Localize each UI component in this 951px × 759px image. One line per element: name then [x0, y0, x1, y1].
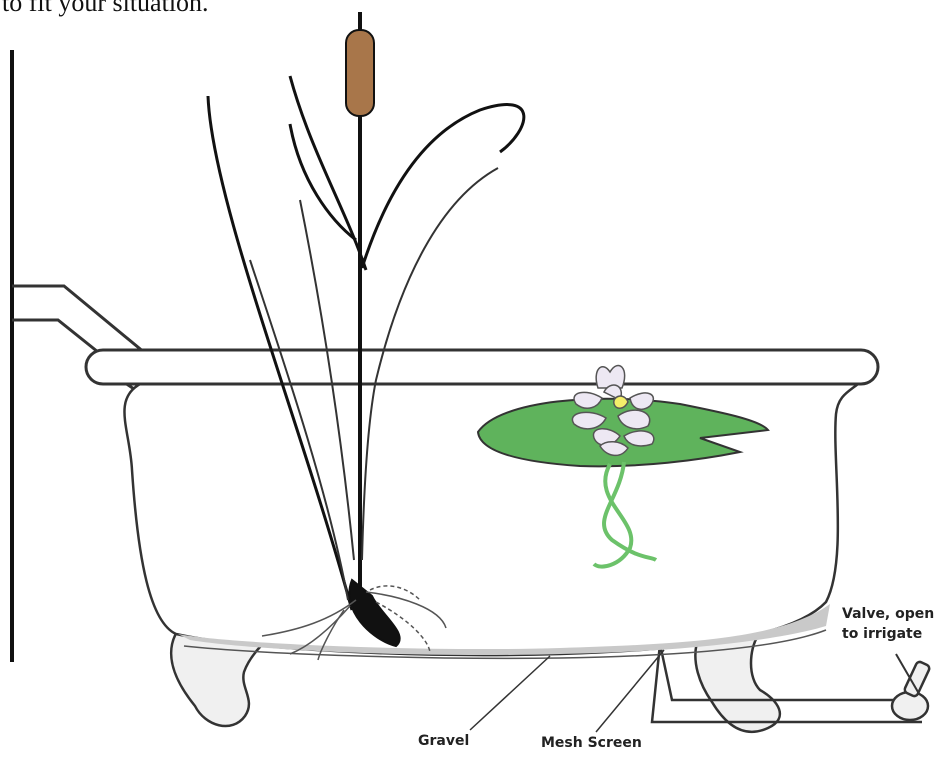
cattail-head [346, 30, 374, 116]
tub-foot-right [695, 632, 780, 732]
valve-label-line1: Valve, open [842, 604, 934, 624]
drain-pipe [652, 644, 922, 722]
valve-icon [892, 661, 931, 720]
gravel-label: Gravel [418, 731, 469, 751]
tub-rim [86, 350, 878, 384]
valve-label: Valve, open to irrigate [842, 604, 934, 644]
valve-label-line2: to irrigate [842, 624, 934, 644]
mesh-screen-label: Mesh Screen [541, 733, 642, 753]
